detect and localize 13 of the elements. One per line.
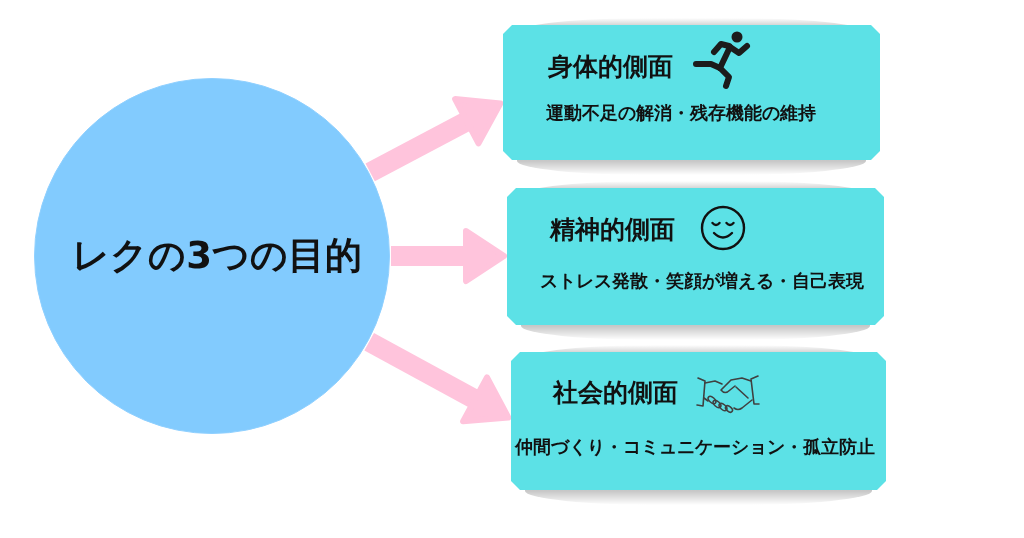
arrow (391, 228, 507, 284)
body-text: 運動不足の解消・残存機能の維持 (546, 104, 816, 122)
body-text: 仲間づくり・コミュニケーション・孤立防止 (515, 438, 875, 456)
info-panel (511, 352, 886, 490)
arrow (364, 332, 512, 425)
info-panel (507, 188, 884, 325)
heading: レクの3つの目的 (72, 236, 362, 274)
heading: 身体的側面 (548, 53, 673, 79)
info-panel (503, 25, 880, 160)
heading: 精神的側面 (550, 216, 675, 242)
heading: 社会的側面 (553, 379, 678, 405)
arrow (365, 96, 504, 182)
body-text: ストレス発散・笑顔が増える・自己表現 (540, 272, 864, 290)
